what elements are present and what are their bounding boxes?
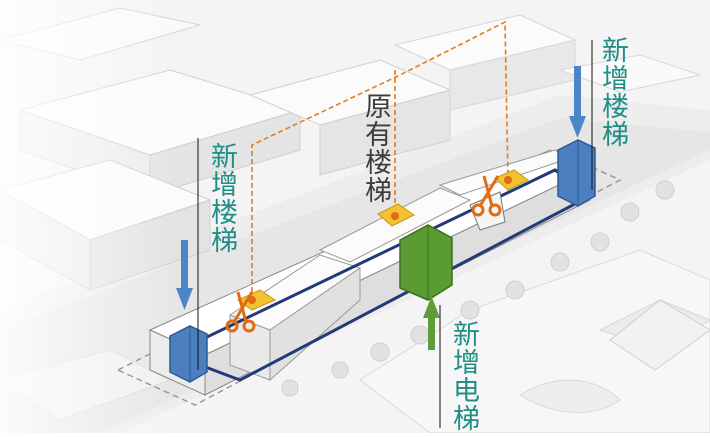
new-stair-label-left: 新增楼梯 <box>206 142 237 254</box>
new-stair-label-right: 新增楼梯 <box>597 36 628 148</box>
site-boundary <box>116 149 622 406</box>
scissors-icon <box>471 175 502 217</box>
up-arrow-icon <box>423 296 440 350</box>
down-arrow-icon <box>176 240 193 310</box>
down-arrow-icon <box>569 66 586 138</box>
scissors-icon <box>225 291 256 333</box>
new-stair-block-right <box>557 139 596 207</box>
existing-stair-connections <box>251 20 509 300</box>
new-stair-block-left <box>169 325 208 383</box>
new-elevator-block <box>399 224 453 301</box>
existing-stair-label: 原有楼梯 <box>360 92 391 204</box>
new-elevator-label: 新增电梯 <box>448 320 479 432</box>
label-leaders <box>197 40 593 428</box>
